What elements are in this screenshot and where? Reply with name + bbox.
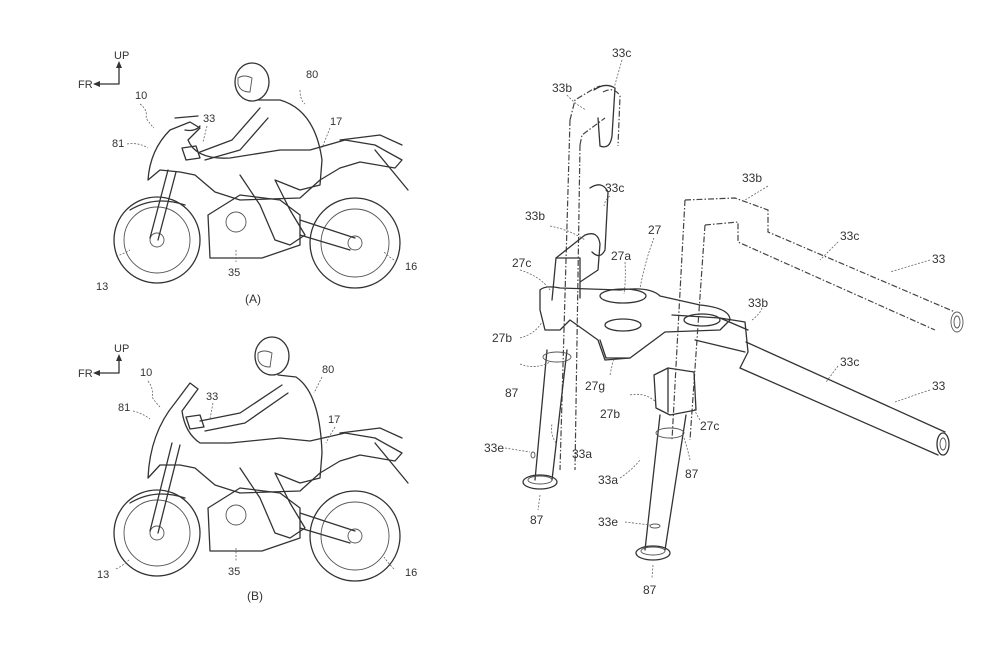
bridge-hole-27a	[599, 288, 647, 304]
up-label: UP	[114, 50, 129, 62]
label-35: 35	[228, 566, 240, 578]
right-tube-end-collar	[635, 545, 671, 561]
front-wheel	[113, 196, 201, 284]
front-wheel	[113, 489, 201, 577]
rider-helmet	[234, 62, 270, 102]
rear-wheel	[309, 197, 401, 289]
left-tube-end-collar	[522, 474, 558, 490]
left-clamp	[551, 257, 581, 301]
label-80: 80	[322, 364, 334, 376]
label-27: 27	[648, 223, 662, 237]
right-slot	[649, 523, 661, 529]
engine	[207, 194, 301, 259]
label-33: 33	[203, 113, 215, 125]
label-33-right-dash: 33	[932, 252, 946, 266]
mid-grip-33b	[555, 233, 601, 283]
top-grip-33c	[593, 84, 616, 148]
figure-b: UP FR 10	[78, 336, 417, 603]
label-17: 17	[330, 116, 342, 128]
top-bridge-27	[539, 286, 731, 361]
label-80: 80	[306, 69, 318, 81]
label-16: 16	[405, 261, 417, 273]
direction-arrows	[99, 67, 120, 85]
label-87-right-collar: 87	[685, 467, 699, 481]
label-33c-top: 33c	[612, 46, 631, 60]
rear-wheel	[309, 490, 401, 582]
fr-label: FR	[78, 79, 93, 91]
caption-b: (B)	[247, 589, 263, 603]
right-fork-tube	[635, 197, 964, 561]
direction-arrows	[99, 360, 120, 374]
label-10: 10	[135, 90, 147, 102]
solid-bar-33c	[739, 341, 946, 456]
label-33a-right: 33a	[598, 473, 618, 487]
fr-arrow-icon	[93, 370, 100, 376]
label-33e-right: 33e	[598, 515, 618, 529]
fr-label: FR	[78, 368, 93, 380]
direction-indicator: UP FR	[78, 50, 129, 91]
rider-helmet	[254, 336, 290, 376]
motorcycle-a	[113, 62, 409, 289]
label-33c-right-dash: 33c	[840, 229, 859, 243]
handlebar-detail: 33c 33b 33c 33b 27 27a 27c 27b 87 27g 33…	[484, 46, 964, 597]
handlebar	[181, 145, 201, 161]
caption-a: (A)	[245, 292, 261, 306]
label-16: 16	[405, 567, 417, 579]
label-27c-left: 27c	[512, 256, 531, 270]
label-27g: 27g	[585, 379, 605, 393]
label-33b-mid: 33b	[525, 209, 545, 223]
label-33a-left: 33a	[572, 447, 592, 461]
label-33-right-solid: 33	[932, 379, 946, 393]
bar-clamp-33b	[671, 314, 749, 369]
left-slot	[530, 451, 536, 459]
right-collar-87	[655, 427, 685, 439]
handlebar	[185, 414, 205, 430]
label-13: 13	[96, 281, 108, 293]
fairing	[147, 382, 403, 494]
label-13: 13	[97, 569, 109, 581]
label-33: 33	[206, 391, 218, 403]
up-arrow-icon	[116, 61, 122, 68]
label-81: 81	[112, 138, 124, 150]
label-33c-right-solid: 33c	[840, 355, 859, 369]
solid-bar-end	[936, 432, 950, 456]
left-collar-87	[542, 351, 572, 363]
label-87-left-collar: 87	[505, 386, 519, 400]
motorcycle-b	[113, 336, 409, 582]
figure-a: UP FR	[78, 50, 417, 306]
label-10: 10	[140, 367, 152, 379]
label-27b-left: 27b	[492, 331, 512, 345]
label-33e-left: 33e	[484, 441, 504, 455]
label-27a: 27a	[611, 249, 631, 263]
label-33b-right-solid: 33b	[748, 296, 768, 310]
dashed-bar-end	[950, 311, 964, 333]
label-17: 17	[328, 414, 340, 426]
rider-body	[239, 374, 323, 539]
label-35: 35	[228, 267, 240, 279]
label-81: 81	[118, 402, 130, 414]
fairing	[147, 121, 403, 201]
direction-indicator: UP FR	[78, 343, 129, 380]
left-fork-tube	[522, 84, 621, 490]
label-27c-right: 27c	[700, 419, 719, 433]
up-label: UP	[114, 343, 129, 355]
rider-body	[239, 99, 323, 246]
label-33b-right-dash: 33b	[742, 171, 762, 185]
engine	[207, 487, 301, 552]
label-87-left-end: 87	[530, 513, 544, 527]
up-arrow-icon	[116, 354, 122, 361]
label-33c-mid: 33c	[605, 181, 624, 195]
label-87-right-end: 87	[643, 583, 657, 597]
label-27b-right: 27b	[600, 407, 620, 421]
fr-arrow-icon	[93, 81, 100, 87]
label-33b-top: 33b	[552, 81, 572, 95]
